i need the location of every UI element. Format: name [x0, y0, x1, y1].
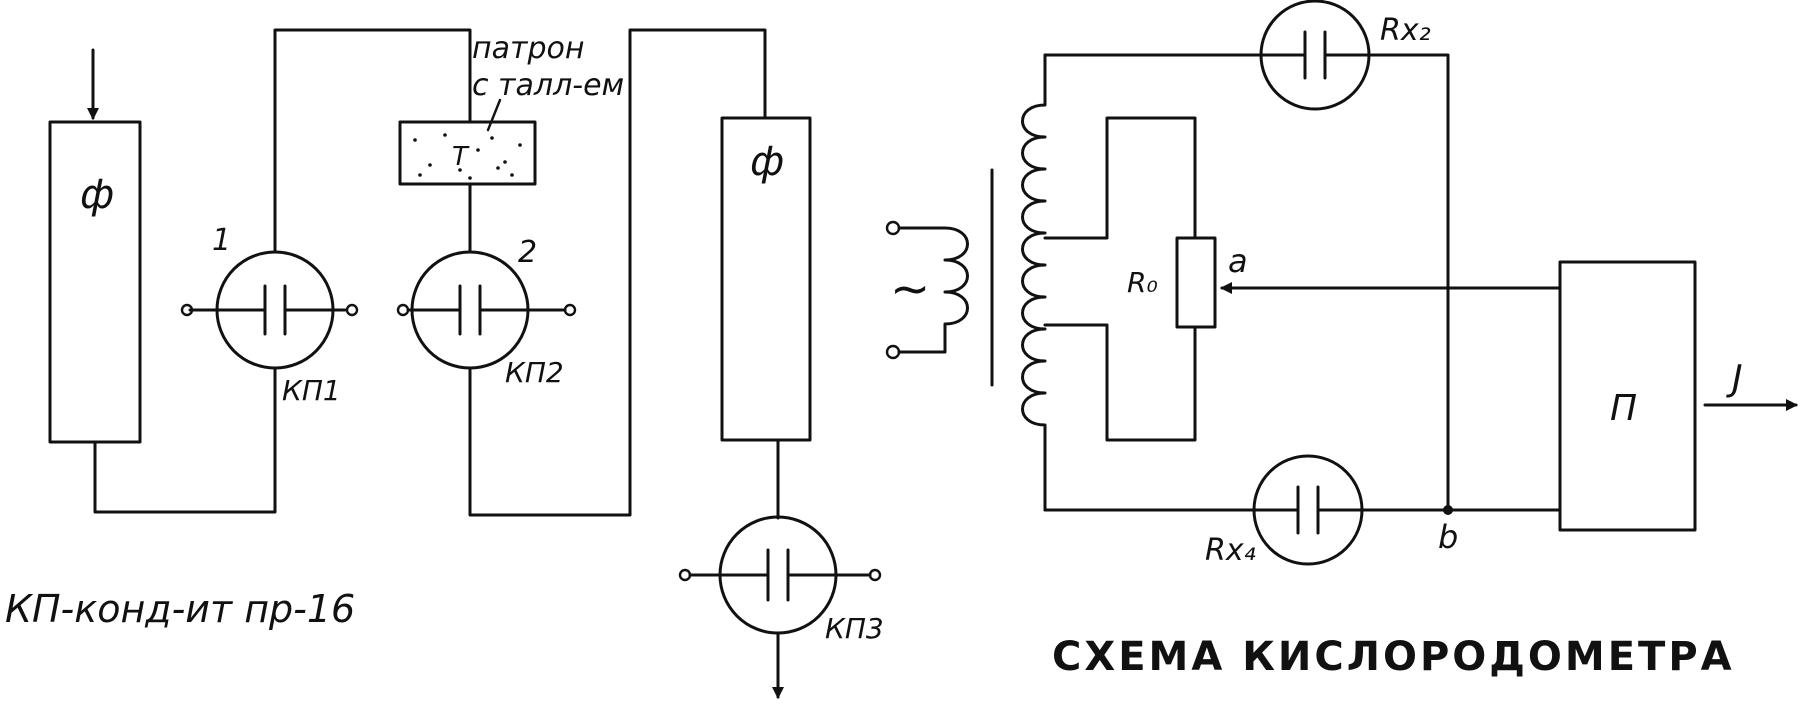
cartridge-dots: [413, 133, 522, 180]
ac-source-symbol: ~: [890, 261, 930, 317]
sensor-rx2: [1259, 0, 1371, 111]
cell-2-number: 2: [518, 235, 537, 270]
cartridge-with-thallium: [398, 120, 537, 186]
block-p-label: П: [1610, 388, 1637, 429]
conductometric-cell-3: [678, 515, 882, 635]
sensor-rx4: [1252, 454, 1364, 566]
cell-3-label: КП3: [825, 612, 884, 645]
cell-1-label: КП1: [282, 374, 341, 407]
rx4-label: Rx₄: [1205, 533, 1256, 568]
abbreviation-legend: КП-конд-ит пр-16: [5, 587, 355, 631]
cartridge-text-line2: с талл-ем: [472, 68, 624, 103]
pipe-kp1-top: [273, 28, 472, 254]
gas-analysis-scheme: ф Т патрон с талл-ем 1 КП1: [5, 28, 884, 699]
primary-winding: [897, 226, 969, 354]
rx2-label: Rx₂: [1380, 13, 1431, 48]
pipe-filter1-kp1: [93, 366, 277, 514]
oxygen-meter-circuit: ~ R₀ a Rx₂: [885, 0, 1798, 680]
cartridge-symbol: Т: [452, 142, 470, 172]
wire-top-right: [1366, 53, 1450, 512]
ac-terminal-top: [885, 220, 901, 236]
secondary-winding: [1021, 53, 1047, 512]
filter-2: [720, 116, 812, 442]
pipe-kp2-filter2: [468, 28, 767, 517]
r0-frame-bottom: [1043, 323, 1197, 442]
node-b: [1443, 505, 1453, 515]
ac-terminal-bottom: [885, 344, 901, 360]
filter-2-label: ф: [750, 139, 784, 185]
amplifier-block-p: [1558, 260, 1697, 532]
cartridge-text-line1: патрон: [472, 31, 585, 66]
cartridge-leader-line: [486, 98, 502, 132]
output-label: J: [1726, 358, 1743, 399]
filter-1: [48, 120, 142, 444]
cell-1-number: 1: [212, 223, 231, 258]
conductometric-cell-2: [396, 250, 577, 370]
resistor-r0: [1175, 236, 1217, 329]
cell-2-label: КП2: [505, 356, 564, 389]
r0-label: R₀: [1127, 266, 1158, 299]
conductometric-cell-1: [180, 250, 359, 370]
scheme-caption: СХЕМА КИСЛОРОДОМЕТРА: [1052, 634, 1735, 680]
point-b-label: b: [1438, 518, 1458, 556]
point-a-label: a: [1228, 242, 1248, 280]
filter-1-label: ф: [80, 172, 114, 218]
r0-frame-top: [1043, 116, 1197, 240]
